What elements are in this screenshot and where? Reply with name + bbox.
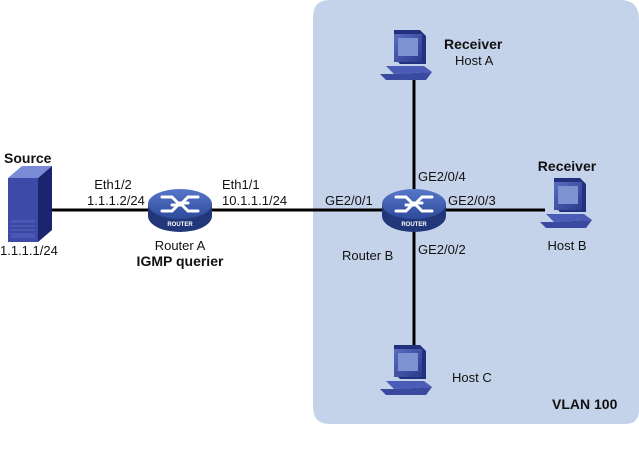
router-a-name: Router A	[154, 238, 206, 253]
host-a-role: Receiver	[444, 36, 503, 52]
source-title: Source	[4, 150, 52, 166]
router-b-icon[interactable]: ROUTER	[382, 189, 446, 232]
router-a-port-west-name: Eth1/2	[94, 177, 132, 192]
router-b-port-north: GE2/0/4	[418, 169, 466, 184]
vlan-label: VLAN 100	[552, 396, 618, 412]
source-ip: 1.1.1.1/24	[0, 243, 58, 258]
router-a-icon-text: ROUTER	[167, 222, 193, 228]
router-b-port-south: GE2/0/2	[418, 242, 466, 257]
router-a-icon[interactable]: ROUTER	[148, 189, 212, 232]
router-b-icon-text: ROUTER	[401, 222, 427, 228]
server-icon[interactable]	[8, 166, 52, 242]
router-a-role: IGMP querier	[136, 253, 224, 269]
router-b-port-east: GE2/0/3	[448, 193, 496, 208]
vlan-region	[313, 0, 639, 424]
router-a-port-east-name: Eth1/1	[222, 177, 260, 192]
host-b-name: Host B	[547, 238, 587, 253]
router-b-name: Router B	[342, 248, 394, 263]
router-a-port-east-ip: 10.1.1.1/24	[222, 193, 288, 208]
router-a-port-west-ip: 1.1.1.2/24	[87, 193, 145, 208]
host-a-name: Host A	[455, 53, 494, 68]
host-a-pc-icon[interactable]	[380, 30, 432, 80]
host-c-name: Host C	[452, 370, 492, 385]
router-b-port-west: GE2/0/1	[325, 193, 373, 208]
host-b-role: Receiver	[537, 158, 597, 174]
host-b-pc-icon[interactable]	[540, 178, 592, 228]
host-c-pc-icon[interactable]	[380, 345, 432, 395]
